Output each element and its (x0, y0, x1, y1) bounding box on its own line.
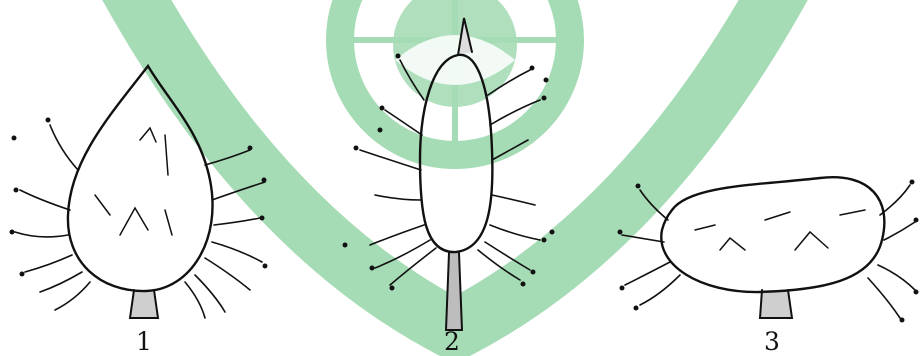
figure-1-label: 1 (136, 327, 152, 356)
figure-1-surface-marks (95, 128, 172, 235)
figure-3-label: 3 (764, 327, 780, 356)
figure-1-stalk (130, 290, 158, 318)
figure-2-stalk (446, 253, 462, 330)
figure-3-surface-marks (695, 210, 865, 250)
figure-2-label: 2 (444, 327, 460, 356)
figure-3-body (661, 177, 884, 292)
figure-3-stalk (760, 290, 792, 318)
